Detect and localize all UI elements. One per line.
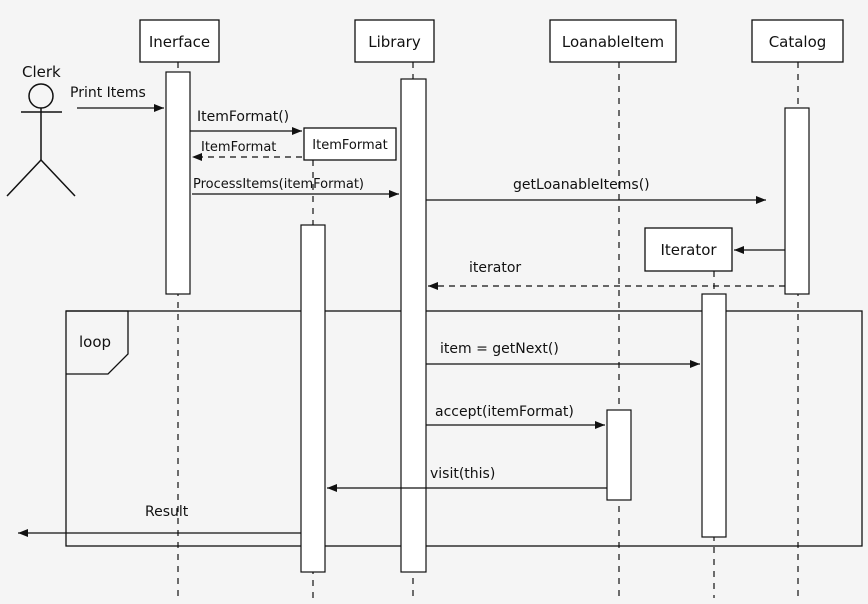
actor-label: Clerk [22, 63, 61, 81]
loanable-item-label: LoanableItem [562, 33, 664, 51]
catalog-activation [784, 107, 810, 295]
item-format-activation [300, 224, 326, 573]
loop-fragment [65, 310, 863, 547]
catalog-label: Catalog [769, 33, 827, 51]
item-format-box [303, 127, 397, 161]
iterator-object-label: Iterator [660, 241, 717, 259]
iterator-return-label: iterator [469, 260, 521, 276]
library-activation [400, 78, 427, 573]
accept-label: accept(itemFormat) [435, 404, 574, 420]
loop-fragment-tag [66, 310, 129, 375]
visit-label: visit(this) [430, 466, 495, 482]
interface-activation [165, 71, 191, 295]
iterator-box [644, 227, 733, 272]
library-box [354, 19, 435, 63]
result-label: Result [145, 504, 189, 520]
get-loanable-items-label: getLoanableItems() [513, 177, 650, 193]
item-format-call-label: ItemFormat() [197, 109, 289, 125]
interface-label: Inerface [149, 33, 210, 51]
iterator-activation [701, 293, 727, 538]
stick-figure-icon [6, 83, 76, 197]
library-label: Library [368, 33, 421, 51]
item-format-object-label: ItemFormat [312, 138, 387, 153]
loanable-item-box [549, 19, 677, 63]
catalog-box [751, 19, 844, 63]
loop-label: loop [79, 333, 111, 351]
interface-box [139, 19, 220, 63]
get-next-label: item = getNext() [440, 341, 559, 357]
item-format-return-label: ItemFormat [201, 140, 276, 155]
loanable-item-activation [606, 409, 632, 501]
print-items-label: Print Items [70, 85, 146, 101]
process-items-label: ProcessItems(itemFormat) [193, 177, 364, 192]
